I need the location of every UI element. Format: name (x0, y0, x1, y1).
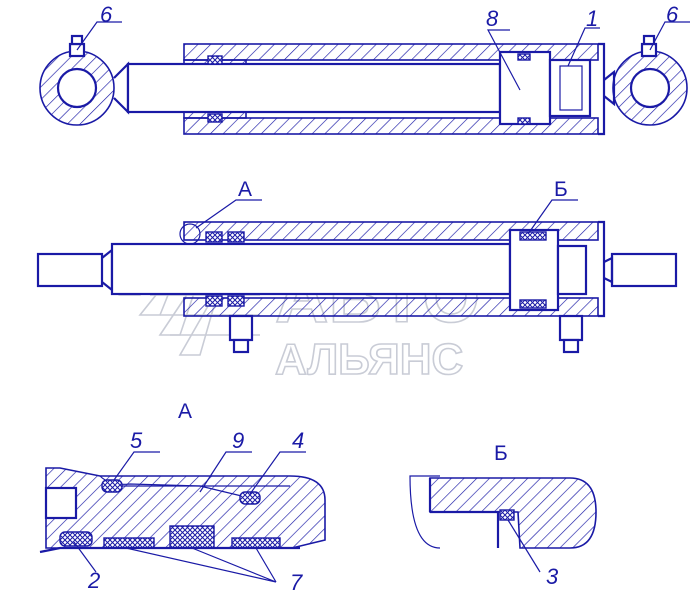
piston-mid (508, 228, 560, 312)
label-6-left: 6 (100, 2, 113, 27)
seal-4 (239, 491, 261, 505)
label-3: 3 (546, 564, 559, 589)
detail-a-marker (179, 223, 201, 245)
detail-a-port (44, 486, 78, 520)
port-right (558, 314, 584, 342)
piston-top (498, 50, 552, 126)
seal-5 (101, 479, 123, 493)
piston-nut (548, 58, 592, 118)
label-7: 7 (290, 570, 303, 595)
label-6-right: 6 (666, 2, 679, 27)
watermark-line2: АЛЬЯНС (275, 335, 463, 384)
detail-b-title: Б (494, 442, 508, 465)
seal-7a (103, 537, 155, 549)
seal-2 (59, 531, 93, 547)
detail-a-title: А (178, 400, 192, 423)
port-left (228, 314, 254, 342)
label-9: 9 (232, 428, 244, 453)
seal-7c (231, 537, 281, 549)
seal-7b (169, 525, 215, 549)
left-eye-hole (56, 67, 98, 109)
section-a-label: А (238, 178, 252, 201)
detail-b-body (429, 477, 597, 549)
piston-rod-mid (110, 242, 512, 296)
section-b-label: Б (554, 178, 568, 201)
middle-view-cylinder (36, 199, 678, 354)
label-8: 8 (486, 6, 499, 31)
right-eye-hole (629, 67, 671, 109)
tube-wall-top (183, 43, 599, 61)
label-5: 5 (130, 428, 143, 453)
tube-wall-bottom (183, 117, 599, 135)
seal-3 (499, 509, 515, 521)
piston-rod-top (126, 62, 502, 114)
rod-end-left (36, 252, 104, 288)
top-view-cylinder (39, 21, 690, 136)
label-1: 1 (586, 6, 598, 31)
detail-a-view (39, 451, 326, 583)
tube-wall-top-mid (183, 221, 599, 241)
rod-end-right (610, 252, 678, 288)
gland-seal-top (207, 55, 223, 65)
right-grease-fitting (640, 42, 658, 58)
gland-seal-bottom (207, 113, 223, 123)
label-2: 2 (87, 568, 100, 593)
label-4: 4 (292, 428, 304, 453)
tube-wall-bottom-mid (183, 297, 599, 317)
detail-b-view (409, 475, 597, 573)
rod-neck-left (113, 61, 130, 115)
